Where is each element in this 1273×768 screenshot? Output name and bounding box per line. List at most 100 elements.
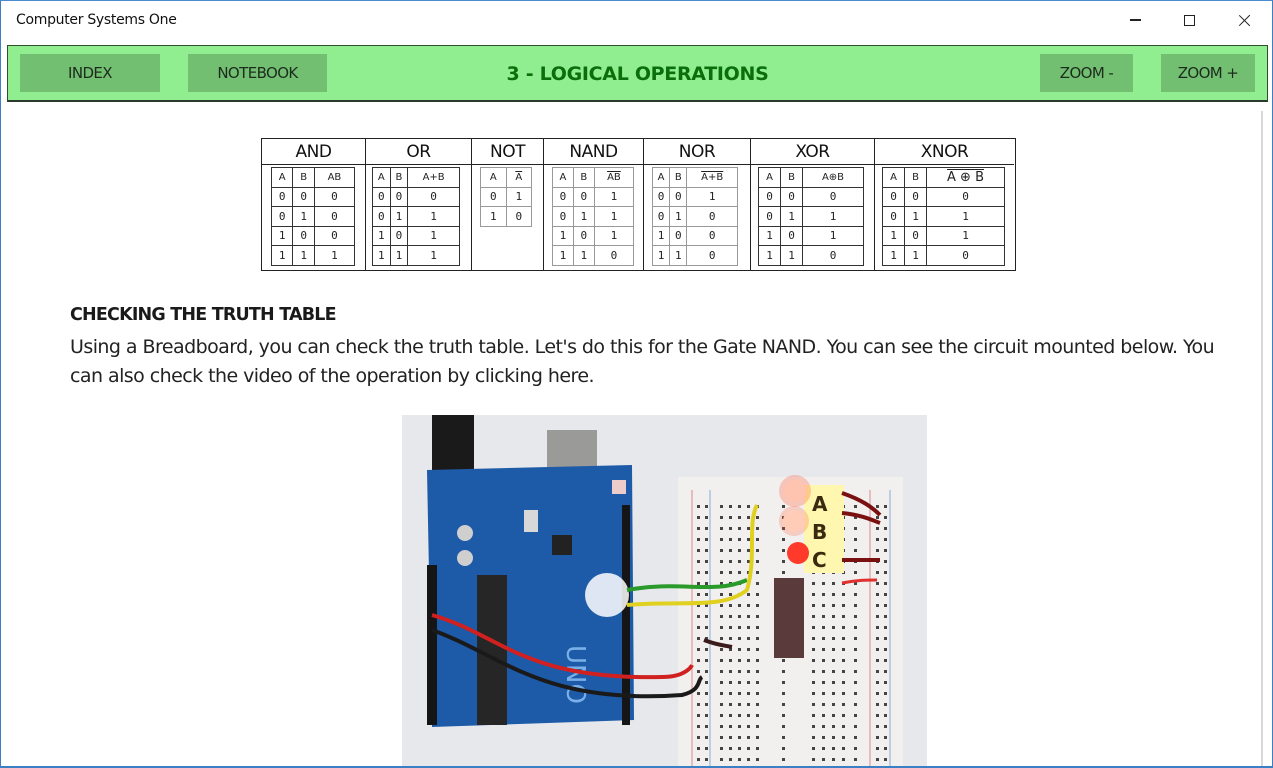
breadboard-hole xyxy=(756,670,759,673)
breadboard-hole xyxy=(876,725,879,728)
breadboard-hole xyxy=(812,593,815,596)
gate-title: XNOR xyxy=(875,139,1014,165)
breadboard-hole xyxy=(876,637,879,640)
breadboard-hole xyxy=(738,648,741,651)
breadboard-hole xyxy=(720,692,723,695)
gate-title: NAND xyxy=(544,139,643,165)
breadboard-hole xyxy=(832,747,835,750)
breadboard-hole xyxy=(842,626,845,629)
index-button[interactable]: INDEX xyxy=(20,54,160,92)
breadboard-hole xyxy=(747,604,750,607)
breadboard-hole xyxy=(884,648,887,651)
breadboard-hole xyxy=(720,648,723,651)
breadboard-hole xyxy=(705,615,708,618)
breadboard-hole xyxy=(842,659,845,662)
cell: 1 xyxy=(669,206,688,227)
breadboard-hole xyxy=(747,758,750,761)
cell: 0 xyxy=(651,206,671,227)
cell: 1 xyxy=(389,206,409,227)
breadboard-hole xyxy=(697,604,700,607)
breadboard-hole xyxy=(705,747,708,750)
cell: 1 xyxy=(686,186,738,207)
table-header: B xyxy=(389,167,409,188)
breadboard-hole xyxy=(876,703,879,706)
breadboard-hole xyxy=(738,736,741,739)
led-label-c: C xyxy=(812,548,827,572)
minimize-icon xyxy=(1129,19,1141,21)
cell: 0 xyxy=(669,225,688,246)
led-c xyxy=(787,542,809,564)
breadboard-hole xyxy=(705,681,708,684)
cell: 1 xyxy=(882,225,905,246)
breadboard-hole xyxy=(705,549,708,552)
zoom-out-button[interactable]: ZOOM - xyxy=(1040,54,1133,92)
breadboard-hole xyxy=(738,626,741,629)
cell: 0 xyxy=(372,186,391,207)
breadboard-hole xyxy=(812,714,815,717)
breadboard-hole xyxy=(782,670,785,673)
breadboard-hole xyxy=(854,538,857,541)
cell: 1 xyxy=(372,245,391,266)
breadboard-hole xyxy=(782,549,785,552)
maximize-button[interactable] xyxy=(1166,5,1212,35)
breadboard-hole xyxy=(854,659,857,662)
breadboard-hole xyxy=(812,758,815,761)
notebook-button[interactable]: NOTEBOOK xyxy=(188,54,327,92)
breadboard-hole xyxy=(705,560,708,563)
cell: 1 xyxy=(552,245,574,266)
breadboard-hole xyxy=(884,670,887,673)
breadboard-hole xyxy=(782,692,785,695)
breadboard-hole xyxy=(729,538,732,541)
breadboard-hole xyxy=(756,549,759,552)
cell: 0 xyxy=(407,186,460,207)
breadboard-hole xyxy=(854,648,857,651)
table-header: A xyxy=(552,167,574,188)
breadboard-hole xyxy=(854,714,857,717)
vertical-scrollbar[interactable] xyxy=(1261,111,1263,766)
breadboard-hole xyxy=(756,538,759,541)
breadboard-hole xyxy=(876,747,879,750)
breadboard-hole xyxy=(842,637,845,640)
video-link[interactable]: clicking here xyxy=(474,365,589,387)
breadboard-hole xyxy=(812,659,815,662)
breadboard-hole xyxy=(747,736,750,739)
breadboard-hole xyxy=(729,637,732,640)
breadboard-hole xyxy=(756,648,759,651)
breadboard-hole xyxy=(756,681,759,684)
section-heading: CHECKING THE TRUTH TABLE xyxy=(70,305,337,325)
breadboard-hole xyxy=(756,692,759,695)
breadboard-hole xyxy=(822,725,825,728)
close-button[interactable] xyxy=(1221,5,1267,35)
breadboard-hole xyxy=(705,593,708,596)
breadboard-hole xyxy=(782,505,785,508)
cell: 1 xyxy=(572,206,595,227)
breadboard-hole xyxy=(747,725,750,728)
breadboard-hole xyxy=(876,758,879,761)
breadboard-hole xyxy=(729,593,732,596)
breadboard-hole xyxy=(729,626,732,629)
breadboard-hole xyxy=(720,538,723,541)
breadboard-hole xyxy=(756,582,759,585)
cell: 0 xyxy=(552,186,574,207)
breadboard-hole xyxy=(832,637,835,640)
table-header: A ⊕ B xyxy=(926,167,1005,188)
minimize-button[interactable] xyxy=(1112,5,1158,35)
cell: 1 xyxy=(904,206,927,227)
zoom-in-button[interactable]: ZOOM + xyxy=(1161,54,1255,92)
cell: 1 xyxy=(292,206,315,227)
breadboard-hole xyxy=(720,604,723,607)
breadboard-hole xyxy=(756,560,759,563)
breadboard-hole xyxy=(729,516,732,519)
breadboard-hole xyxy=(854,527,857,530)
breadboard-hole xyxy=(720,527,723,530)
title-bar[interactable]: Computer Systems One xyxy=(1,1,1272,41)
breadboard-hole xyxy=(884,659,887,662)
breadboard-hole xyxy=(705,582,708,585)
